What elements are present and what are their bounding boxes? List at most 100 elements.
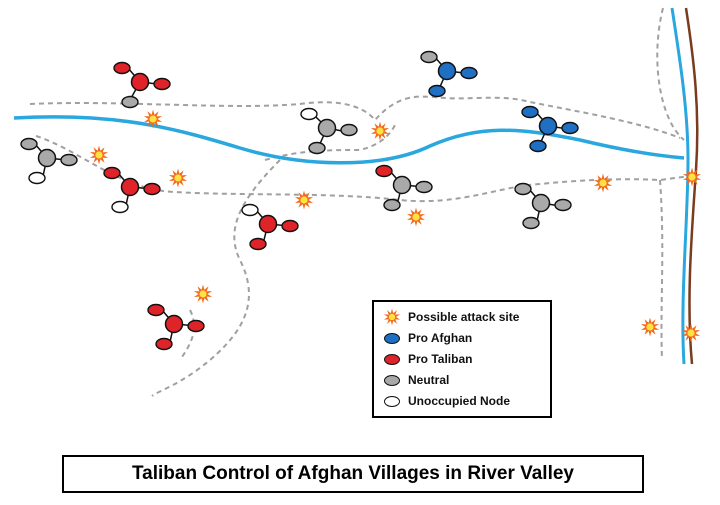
burst-core bbox=[95, 151, 103, 159]
burst-core bbox=[300, 196, 308, 204]
neutral-hub-node bbox=[317, 118, 337, 138]
village-middle-red bbox=[241, 203, 299, 251]
rivers bbox=[13, 7, 699, 365]
village-right-gray bbox=[514, 182, 572, 230]
gray-node-icon bbox=[382, 372, 402, 388]
pro_afghan-node bbox=[460, 66, 478, 80]
neutral-node bbox=[20, 137, 38, 151]
title-box: Taliban Control of Afghan Villages in Ri… bbox=[62, 455, 644, 493]
attack-site-icon bbox=[593, 173, 613, 193]
burst-core bbox=[646, 323, 654, 331]
pro_taliban-hub-node bbox=[120, 177, 140, 197]
white-node-icon bbox=[382, 393, 402, 409]
road-path bbox=[35, 135, 691, 203]
village-left-gray bbox=[20, 137, 78, 185]
unoccupied-node bbox=[111, 200, 129, 214]
attack-sites bbox=[89, 109, 702, 343]
diagram-title: Taliban Control of Afghan Villages in Ri… bbox=[131, 463, 575, 484]
neutral-node bbox=[514, 182, 532, 196]
legend-item-unoccupied: Unoccupied Node bbox=[382, 392, 510, 410]
neutral-node bbox=[340, 123, 358, 137]
road-path bbox=[151, 159, 281, 397]
pro_taliban-node bbox=[153, 77, 171, 91]
legend-item-neutral: Neutral bbox=[382, 371, 449, 389]
villages bbox=[20, 50, 579, 351]
pro_taliban-hub-node bbox=[130, 72, 150, 92]
roads bbox=[29, 7, 691, 397]
burst-core bbox=[199, 290, 207, 298]
road-path bbox=[659, 179, 664, 361]
burst-core bbox=[174, 174, 182, 182]
legend-item-pro-taliban: Pro Taliban bbox=[382, 350, 472, 368]
neutral-node bbox=[60, 153, 78, 167]
pro_afghan-node bbox=[521, 105, 539, 119]
pro_taliban-node bbox=[147, 303, 165, 317]
road-path bbox=[264, 124, 396, 161]
blue-node-icon bbox=[382, 330, 402, 346]
legend-label-pro-taliban: Pro Taliban bbox=[408, 352, 473, 366]
pro_taliban-node bbox=[155, 337, 173, 351]
pro_taliban-node bbox=[187, 319, 205, 333]
neutral-node bbox=[383, 198, 401, 212]
pro_taliban-node bbox=[375, 164, 393, 178]
attack-site-icon bbox=[294, 190, 314, 210]
legend-label-neutral: Neutral bbox=[408, 373, 450, 387]
neutral-node bbox=[554, 198, 572, 212]
attack-site-icon bbox=[681, 323, 701, 343]
pro_taliban-node bbox=[113, 61, 131, 75]
village-top-left-red bbox=[113, 61, 171, 109]
neutral-node bbox=[522, 216, 540, 230]
neutral-node bbox=[121, 95, 139, 109]
attack-site-icon bbox=[682, 167, 702, 187]
village-top-blue bbox=[420, 50, 478, 98]
village-center-red-gray bbox=[375, 164, 433, 212]
neutral-node bbox=[420, 50, 438, 64]
pro_afghan-node bbox=[529, 139, 547, 153]
road-path bbox=[179, 309, 196, 361]
burst-core bbox=[412, 213, 420, 221]
pro_taliban-node bbox=[281, 219, 299, 233]
pro_afghan-hub-node bbox=[538, 116, 558, 136]
pro_afghan-node bbox=[561, 121, 579, 135]
neutral-hub-node bbox=[37, 148, 57, 168]
neutral-hub-node bbox=[392, 175, 412, 195]
unoccupied-node bbox=[300, 107, 318, 121]
attack-site-icon bbox=[370, 121, 390, 141]
attack-site-icon bbox=[193, 284, 213, 304]
pro_taliban-node bbox=[143, 182, 161, 196]
road-path bbox=[656, 7, 685, 141]
village-center-gray bbox=[300, 107, 358, 155]
burst-core bbox=[687, 329, 695, 337]
pro_afghan-node bbox=[428, 84, 446, 98]
east-road bbox=[684, 7, 699, 365]
burst-core bbox=[688, 173, 696, 181]
unoccupied-node bbox=[241, 203, 259, 217]
neutral-node bbox=[415, 180, 433, 194]
legend-label-unoccupied: Unoccupied Node bbox=[408, 394, 511, 408]
village-right-blue bbox=[521, 105, 579, 153]
burst-core bbox=[599, 179, 607, 187]
attack-site-icon bbox=[640, 317, 660, 337]
attack-site-icon bbox=[89, 145, 109, 165]
burst-core bbox=[376, 127, 384, 135]
pro_taliban-node bbox=[103, 166, 121, 180]
main-river bbox=[13, 115, 685, 165]
pro_afghan-hub-node bbox=[437, 61, 457, 81]
legend-item-pro-afghan: Pro Afghan bbox=[382, 329, 472, 347]
east-river bbox=[670, 7, 690, 365]
legend-label-attack: Possible attack site bbox=[408, 310, 520, 324]
legend-item-attack: Possible attack site bbox=[382, 308, 519, 326]
burst-core bbox=[149, 115, 157, 123]
attack-site-icon bbox=[168, 168, 188, 188]
pro_taliban-hub-node bbox=[164, 314, 184, 334]
village-left-red bbox=[103, 166, 161, 214]
road-path bbox=[29, 95, 681, 139]
village-bottom-red bbox=[147, 303, 205, 351]
attack-site-icon bbox=[143, 109, 163, 129]
red-node-icon bbox=[382, 351, 402, 367]
neutral-node bbox=[308, 141, 326, 155]
attack-site-icon bbox=[406, 207, 426, 227]
pro_taliban-node bbox=[249, 237, 267, 251]
neutral-hub-node bbox=[531, 193, 551, 213]
